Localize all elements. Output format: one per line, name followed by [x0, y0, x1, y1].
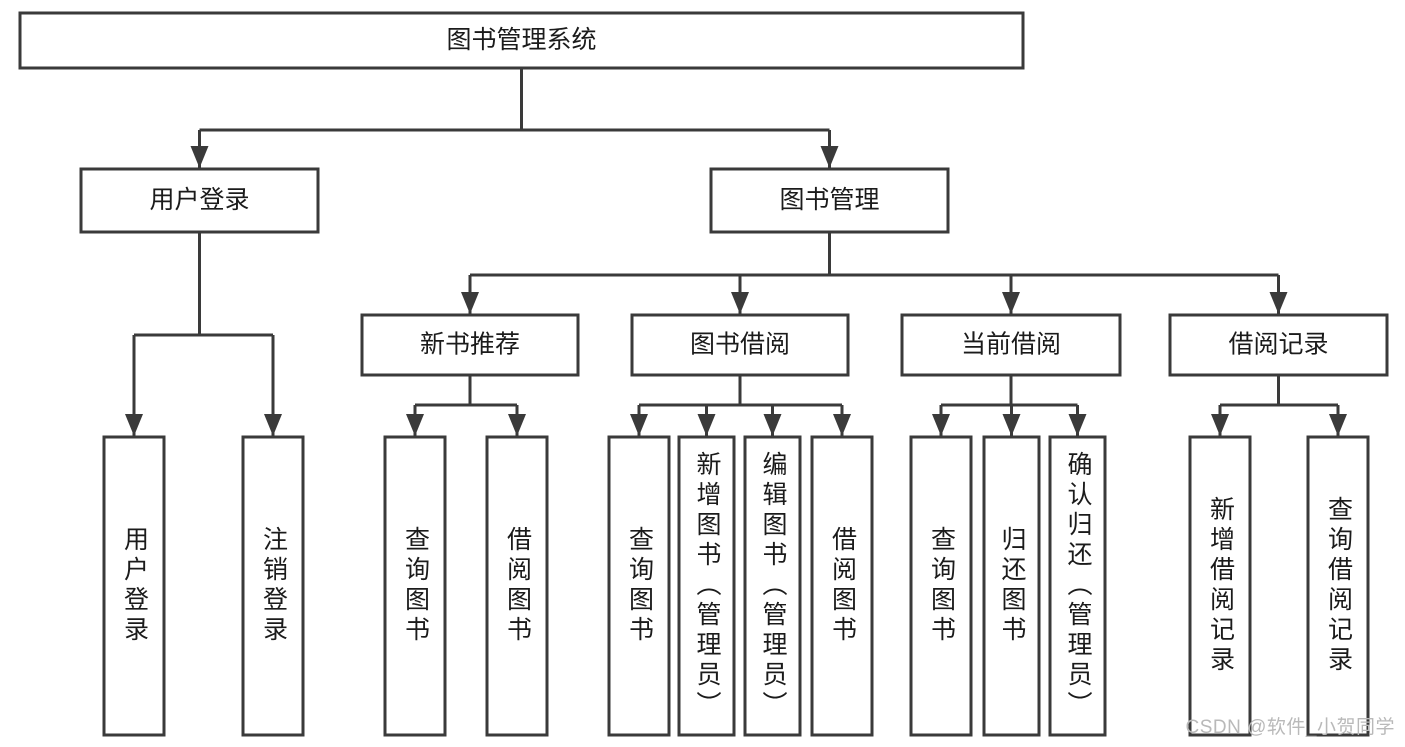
- connector-layer: [125, 68, 1347, 436]
- node-box-leaf-query-book-borrow[interactable]: [607, 435, 671, 737]
- arrow-head-book-manage-bus-2: [1002, 292, 1020, 314]
- node-label-root: 图书管理系统: [446, 26, 596, 54]
- node-label-book-manage: 图书管理: [779, 186, 879, 214]
- node-box-leaf-add-book-admin[interactable]: [677, 435, 736, 737]
- arrow-head-root-bus-0: [190, 146, 209, 168]
- node-box-layer: [18, 11, 1389, 737]
- node-box-leaf-query-book-current[interactable]: [909, 435, 973, 737]
- arrow-head-book-borrow-bus-3: [833, 414, 851, 436]
- node-label-current-borrow: 当前借阅: [961, 331, 1061, 359]
- watermark: CSDN @软件_小贺同学: [1185, 717, 1395, 738]
- node-box-leaf-edit-book-admin[interactable]: [743, 435, 802, 737]
- node-box-leaf-user-login[interactable]: [102, 435, 166, 737]
- arrow-head-user-login-bus-0: [125, 414, 143, 436]
- arrow-head-book-manage-bus-3: [1269, 292, 1288, 314]
- node-box-leaf-confirm-return-admin[interactable]: [1048, 435, 1107, 737]
- node-box-root[interactable]: [18, 11, 1025, 70]
- arrow-head-book-borrow-bus-0: [630, 414, 648, 436]
- node-box-leaf-borrow-book-recommend[interactable]: [485, 435, 549, 737]
- arrow-head-current-borrow-bus-1: [1002, 414, 1021, 436]
- node-label-new-book-recommend: 新书推荐: [420, 331, 520, 359]
- arrow-head-book-borrow-bus-2: [763, 414, 782, 436]
- arrow-head-user-login-bus-1: [264, 414, 282, 436]
- node-box-leaf-return-book[interactable]: [982, 435, 1041, 737]
- arrow-head-borrow-record-bus-0: [1211, 414, 1229, 436]
- node-box-current-borrow[interactable]: [900, 313, 1122, 377]
- node-box-leaf-query-book-recommend[interactable]: [383, 435, 447, 737]
- node-box-leaf-borrow-book[interactable]: [810, 435, 874, 737]
- node-box-leaf-logout-login[interactable]: [241, 435, 305, 737]
- arrow-head-book-manage-bus-0: [461, 292, 479, 314]
- arrow-head-current-borrow-bus-0: [932, 414, 950, 436]
- arrow-head-borrow-record-bus-1: [1329, 414, 1347, 436]
- node-label-user-login: 用户登录: [149, 186, 249, 214]
- arrow-head-current-borrow-bus-2: [1068, 414, 1087, 436]
- node-box-book-borrow[interactable]: [630, 313, 850, 377]
- node-box-book-manage[interactable]: [709, 167, 950, 234]
- arrow-head-book-manage-bus-1: [731, 292, 749, 314]
- node-box-new-book-recommend[interactable]: [360, 313, 580, 377]
- node-box-borrow-record[interactable]: [1168, 313, 1389, 377]
- node-label-borrow-record: 借阅记录: [1228, 331, 1328, 359]
- arrow-head-root-bus-1: [820, 146, 839, 168]
- node-box-leaf-add-borrow-record[interactable]: [1188, 435, 1252, 737]
- node-box-leaf-query-borrow-record[interactable]: [1306, 435, 1370, 737]
- arrow-head-book-borrow-bus-1: [697, 414, 716, 436]
- arrow-head-new-book-recommend-bus-0: [406, 414, 424, 436]
- arrow-head-new-book-recommend-bus-1: [508, 414, 526, 436]
- node-box-user-login[interactable]: [79, 167, 320, 234]
- node-label-book-borrow: 图书借阅: [690, 331, 790, 359]
